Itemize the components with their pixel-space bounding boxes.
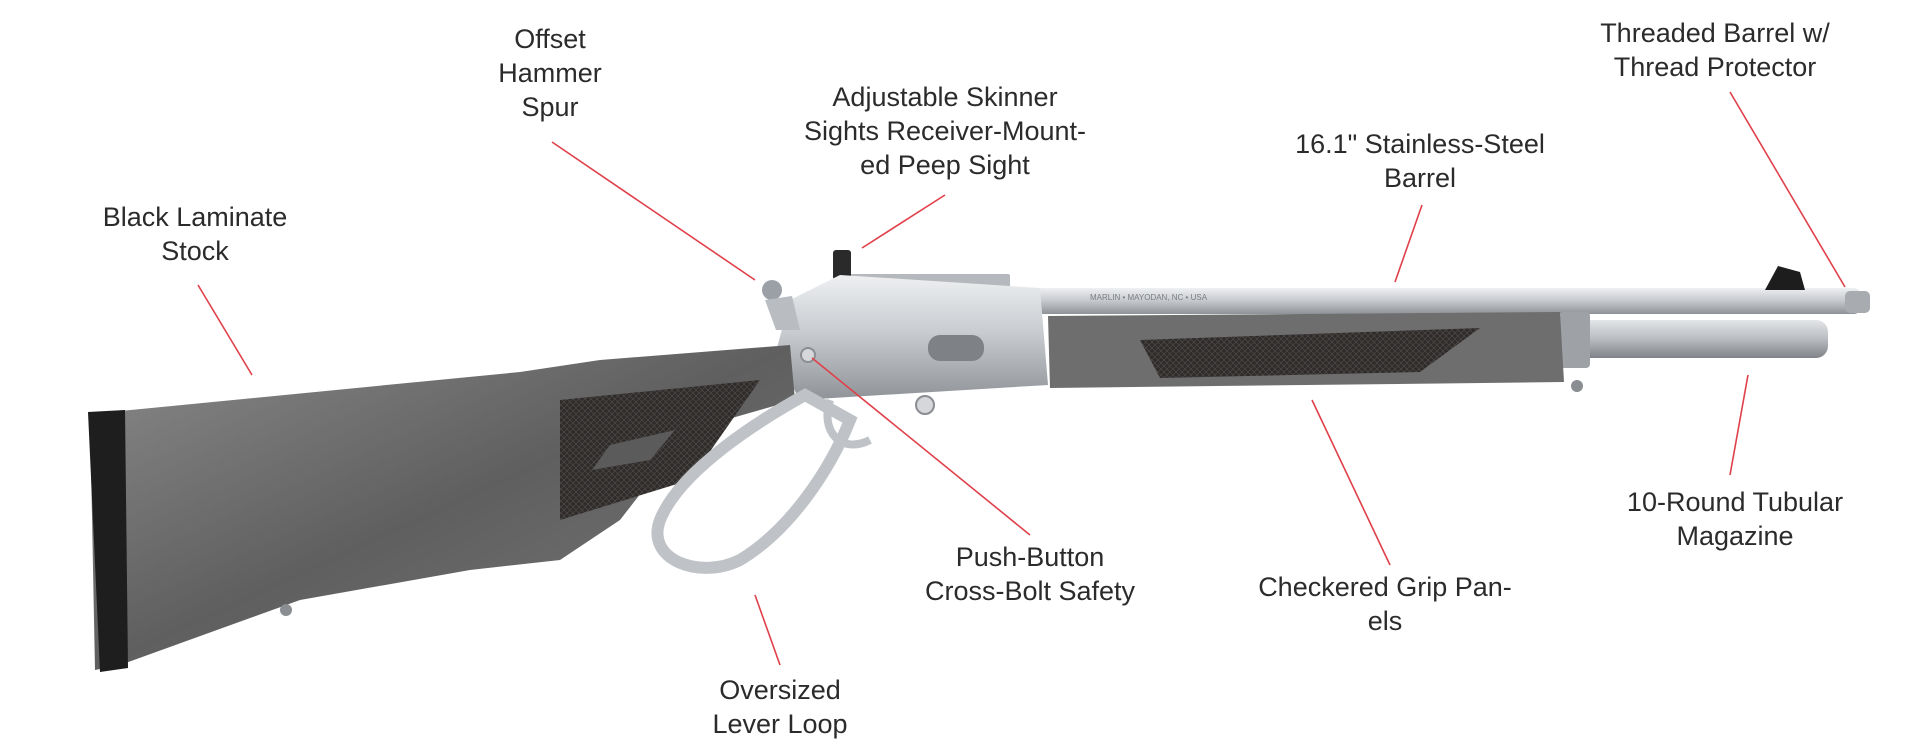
- barrel: [1030, 288, 1860, 314]
- leader-stainless-barrel: [1394, 204, 1423, 283]
- fore-end-checkering: [1140, 328, 1480, 378]
- callout-line: 10-Round Tubular: [1626, 487, 1844, 517]
- callout-line: Sights Receiver-Mount-: [803, 116, 1087, 146]
- hammer-spur: [762, 280, 782, 300]
- barrel-muzzle: [1845, 291, 1870, 313]
- leader-black-laminate-stock: [197, 284, 253, 376]
- lever-loop: [651, 388, 858, 574]
- callout-line: Spur: [521, 92, 579, 122]
- sling-swivel-front: [1571, 380, 1583, 392]
- grip-diamond-inlay: [592, 430, 675, 470]
- receiver: [775, 275, 1048, 400]
- callout-black-laminate-stock: Black Laminate Stock: [80, 200, 310, 268]
- leader-checkered-grip: [1311, 399, 1391, 566]
- callout-line: Push-Button: [955, 542, 1105, 572]
- barrel-band: [1560, 312, 1590, 368]
- leader-oversized-lever-loop: [754, 594, 781, 666]
- peep-sight: [833, 250, 851, 280]
- ejection-port: [928, 335, 984, 361]
- front-sight: [1765, 266, 1805, 290]
- callout-line: Cross-Bolt Safety: [924, 576, 1136, 606]
- cross-bolt-safety: [800, 347, 816, 363]
- leader-push-button-safety: [811, 357, 1031, 536]
- callout-line: Hammer: [498, 58, 602, 88]
- trigger-guard: [823, 398, 872, 449]
- callout-push-button-safety: Push-Button Cross-Bolt Safety: [895, 540, 1165, 608]
- callout-checkered-grip: Checkered Grip Pan- els: [1220, 570, 1550, 638]
- sling-swivel-rear: [280, 604, 292, 616]
- recoil-pad: [88, 410, 128, 672]
- callout-offset-hammer-spur: Offset Hammer Spur: [470, 22, 630, 124]
- callout-line: Thread Protector: [1613, 52, 1817, 82]
- callout-line: Lever Loop: [712, 709, 848, 739]
- callout-line: Magazine: [1676, 521, 1794, 551]
- callout-line: Black Laminate: [102, 202, 288, 232]
- callout-threaded-barrel: Threaded Barrel w/ Thread Protector: [1565, 16, 1865, 84]
- callout-stainless-barrel: 16.1" Stainless-Steel Barrel: [1270, 127, 1570, 195]
- callout-line: Stock: [161, 236, 229, 266]
- callout-line: Offset: [514, 24, 586, 54]
- callout-line: Adjustable Skinner: [832, 82, 1058, 112]
- grip-checkering: [560, 380, 760, 520]
- leader-lines: [197, 91, 1846, 666]
- callout-line: ed Peep Sight: [860, 150, 1030, 180]
- leader-skinner-sights: [861, 194, 946, 249]
- receiver-engraving: MARLIN • MAYODAN, NC • USA: [1090, 293, 1208, 302]
- leader-tubular-magazine: [1729, 374, 1749, 476]
- callout-line: 16.1" Stainless-Steel: [1295, 129, 1545, 159]
- callout-line: Checkered Grip Pan-: [1258, 572, 1512, 602]
- lever-pivot: [915, 395, 935, 415]
- callout-tubular-magazine: 10-Round Tubular Magazine: [1585, 485, 1885, 553]
- callout-line: Threaded Barrel w/: [1600, 18, 1830, 48]
- callout-line: Oversized: [719, 675, 841, 705]
- callout-line: els: [1367, 606, 1403, 636]
- callout-skinner-sights: Adjustable Skinner Sights Receiver-Mount…: [775, 80, 1115, 182]
- leader-threaded-barrel: [1729, 91, 1846, 288]
- tubular-magazine-tube: [1560, 320, 1828, 358]
- callout-oversized-lever-loop: Oversized Lever Loop: [680, 673, 880, 741]
- callout-line: Barrel: [1383, 163, 1457, 193]
- hammer-body: [765, 296, 800, 330]
- leader-offset-hammer-spur: [551, 141, 756, 281]
